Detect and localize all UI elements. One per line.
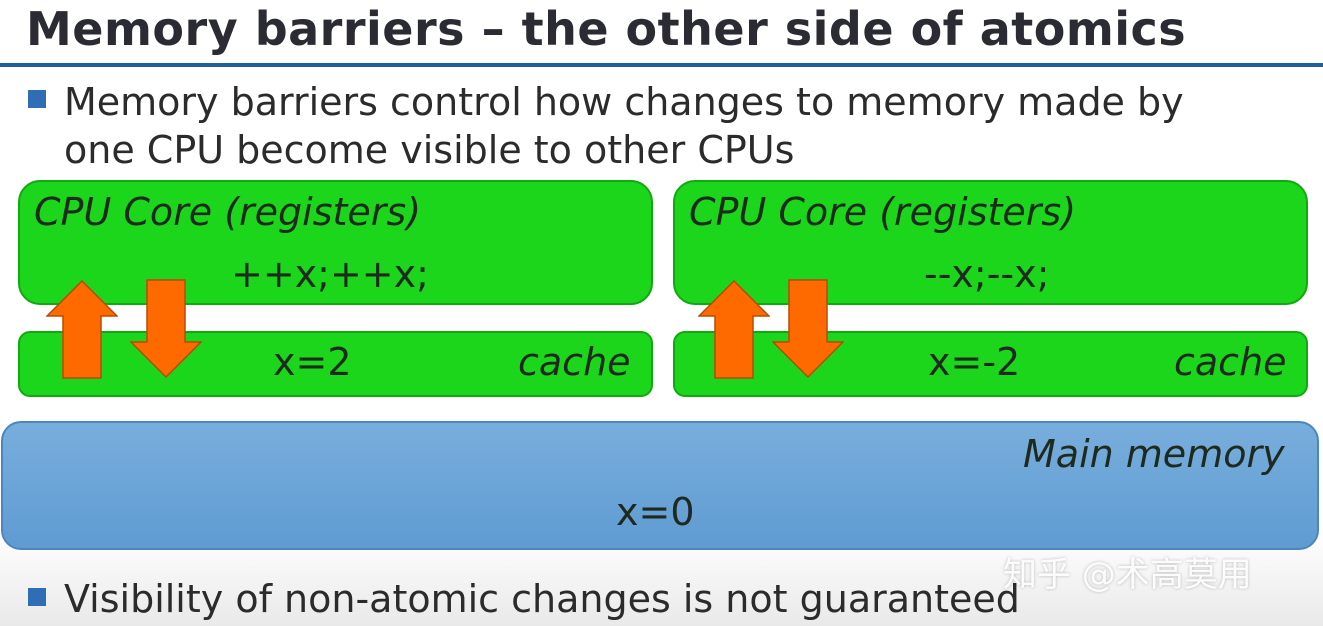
bullet-marker-2 <box>28 588 46 606</box>
main-memory-label: Main memory <box>1023 432 1285 476</box>
up-arrow-icon <box>46 280 118 379</box>
bullet-text-2: Visibility of non-atomic changes is not … <box>64 577 1020 621</box>
cache-left-value: x=2 <box>273 340 352 384</box>
main-memory-value: x=0 <box>616 490 695 534</box>
slide-title: Memory barriers – the other side of atom… <box>26 2 1187 56</box>
cpu-core-right-label: CPU Core (registers) <box>689 190 1077 234</box>
cpu-core-left <box>18 180 653 305</box>
bullet-marker-1 <box>28 90 46 108</box>
title-underline <box>0 63 1323 67</box>
bullet-text-1: Memory barriers control how changes to m… <box>64 78 1184 174</box>
cpu-core-right <box>673 180 1308 305</box>
cache-left <box>18 331 653 397</box>
cache-right-label: cache <box>1174 340 1287 384</box>
cache-right-value: x=-2 <box>928 340 1021 384</box>
cpu-core-left-operation: ++x;++x; <box>231 252 429 296</box>
down-arrow-icon <box>772 279 844 379</box>
watermark: 知乎 @术高莫用 <box>1003 555 1252 595</box>
up-arrow-icon <box>698 280 770 379</box>
cpu-core-right-operation: --x;--x; <box>924 252 1050 296</box>
down-arrow-icon <box>130 279 202 379</box>
main-memory-box <box>1 421 1319 550</box>
cpu-core-left-label: CPU Core (registers) <box>34 190 422 234</box>
bullet-1-line-1: Memory barriers control how changes to m… <box>64 80 1184 124</box>
cache-left-label: cache <box>518 340 631 384</box>
bullet-1-line-2: one CPU become visible to other CPUs <box>64 128 795 172</box>
